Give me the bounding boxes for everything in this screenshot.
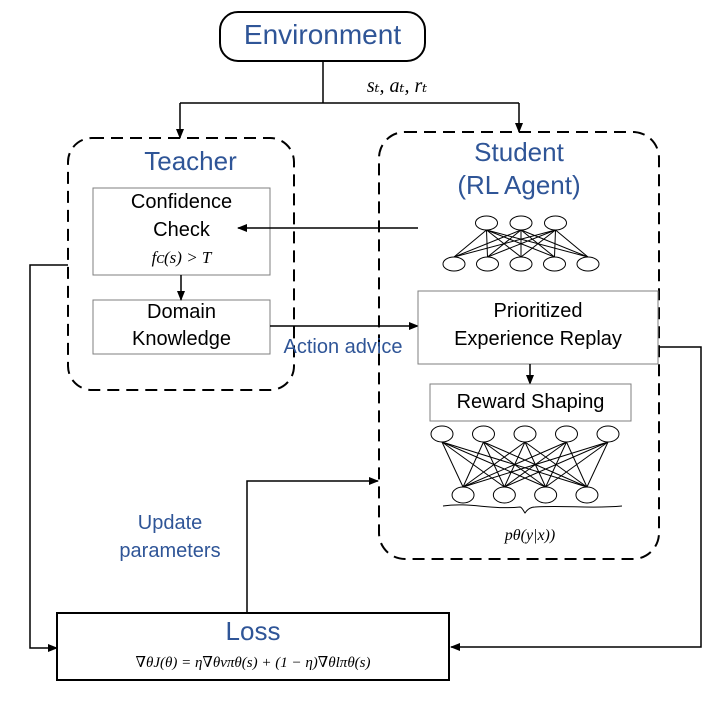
output-network-node — [430, 425, 454, 443]
output-network-node — [492, 486, 516, 504]
output-network-edge — [462, 441, 567, 488]
domain-knowledge-line1: Domain — [147, 301, 216, 323]
output-network-node — [596, 425, 620, 443]
policy-network-edge — [453, 229, 556, 258]
student-title-line1: Student — [474, 137, 564, 167]
student-to-loss-path — [450, 346, 702, 651]
update-label-line2: parameters — [119, 540, 221, 562]
policy-network-node — [543, 256, 566, 272]
policy-network-edge — [453, 229, 487, 258]
output-network-node — [451, 486, 475, 504]
policy-network-node — [544, 215, 567, 231]
policy-network-node — [476, 256, 499, 272]
output-network-node — [534, 486, 558, 504]
confidence-check-line2: Check — [153, 219, 210, 241]
policy-network-edge — [520, 229, 556, 258]
output-network-node — [513, 425, 537, 443]
output-network-edge — [462, 441, 526, 488]
policy-network-node — [442, 256, 466, 272]
policy-network-node — [509, 215, 533, 231]
teacher-title: Teacher — [144, 146, 237, 176]
transition-label: sₜ, aₜ, rₜ — [366, 75, 428, 97]
per-line1: Prioritized — [493, 300, 583, 322]
domain-knowledge-line2: Knowledge — [132, 328, 231, 350]
output-network-edge — [504, 441, 609, 488]
update-parameters-path — [246, 477, 379, 613]
output-network-edge — [441, 441, 464, 488]
student-box — [378, 131, 660, 560]
policy-network-edge — [487, 229, 556, 258]
output-network-node — [575, 486, 599, 504]
loss-box — [56, 612, 450, 681]
policy-network-node — [509, 256, 533, 272]
domain-knowledge-box — [92, 299, 271, 355]
per-line2: Experience Replay — [454, 328, 622, 350]
student-title-line2: (RL Agent) — [457, 170, 581, 200]
output-network-edge — [462, 441, 484, 488]
reward-shaping-label: Reward Shaping — [456, 391, 605, 413]
policy-network — [442, 215, 600, 272]
teacher-to-loss-path — [29, 264, 68, 652]
confidence-check-line1: Confidence — [130, 191, 233, 213]
policy-network-node — [475, 215, 498, 231]
confidence-check-formula: fᴄ(s) > T — [151, 248, 212, 267]
output-network-node — [555, 425, 578, 443]
output-network-node — [472, 425, 495, 443]
output-network-edge — [586, 441, 609, 488]
output-brace — [442, 504, 623, 514]
per-box — [417, 290, 659, 365]
environment-label: Environment — [243, 19, 402, 50]
policy-network-node — [576, 256, 600, 272]
loss-formula: ∇θJ(θ) = η∇θvπθ(s) + (1 − η)∇θlπθ(s) — [135, 655, 371, 671]
output-network-edge — [545, 441, 609, 488]
policy-network-edge — [453, 229, 522, 258]
policy-network-edge — [554, 229, 556, 258]
action-advice-label: Action advice — [283, 336, 403, 358]
output-formula: pθ(y|x)) — [504, 527, 556, 544]
output-network-edge — [462, 441, 609, 488]
policy-network-edge — [555, 229, 589, 258]
loss-title: Loss — [225, 616, 281, 646]
output-network — [430, 425, 620, 504]
reward-shaping-box — [429, 383, 632, 422]
update-label-line1: Update — [137, 512, 203, 534]
